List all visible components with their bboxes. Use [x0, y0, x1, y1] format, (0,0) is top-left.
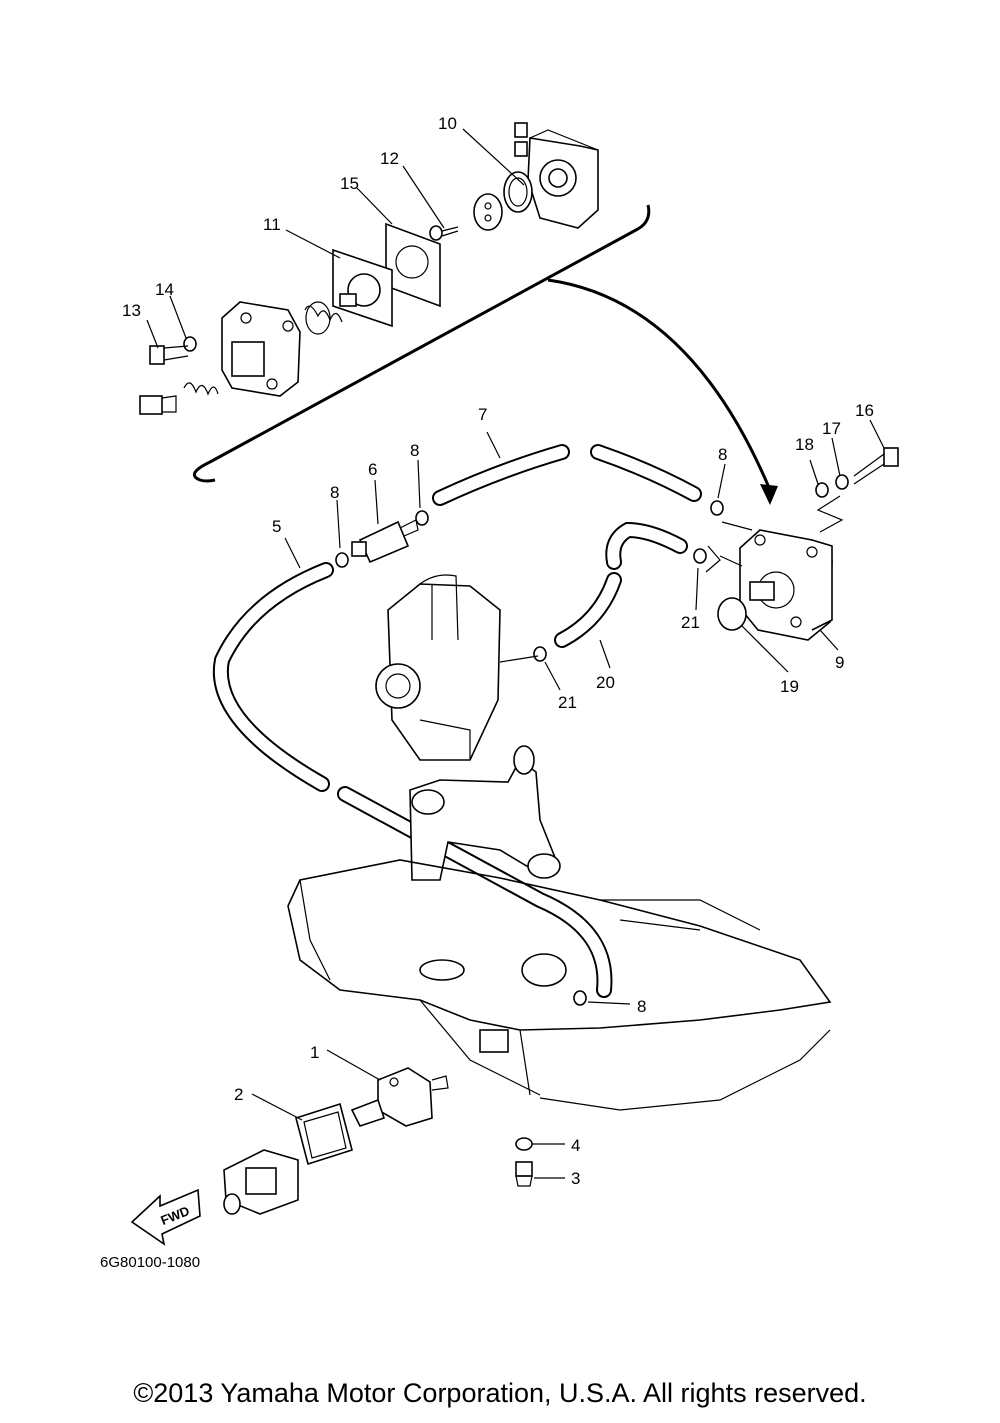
callout-8-c: 8 — [330, 483, 339, 502]
engine-mount-bracket — [409, 745, 561, 881]
callout-11: 11 — [263, 215, 281, 234]
callout-13: 13 — [122, 301, 141, 320]
callout-6: 6 — [368, 460, 377, 479]
callout-7: 7 — [478, 405, 487, 424]
callout-15: 15 — [340, 174, 359, 193]
copyright-notice: ©2013 Yamaha Motor Corporation, U.S.A. A… — [133, 1378, 867, 1408]
fwd-arrow-icon: FWD — [130, 1188, 201, 1246]
pump-body-part — [514, 122, 599, 229]
callout-1: 1 — [310, 1043, 319, 1062]
callout-8-a: 8 — [410, 441, 419, 460]
callout-16: 16 — [855, 401, 874, 420]
callout-8-d: 8 — [637, 997, 646, 1016]
callout-17: 17 — [822, 419, 841, 438]
fuel-pump-assembly — [705, 447, 899, 641]
callout-12: 12 — [380, 149, 399, 168]
carburetor — [375, 574, 539, 761]
callout-21-a: 21 — [681, 613, 700, 632]
callout-labels: 10 12 15 11 14 13 16 17 18 7 8 8 6 8 5 2… — [122, 114, 874, 1188]
callout-2: 2 — [234, 1085, 243, 1104]
fuel-joint-part — [350, 1067, 449, 1127]
callout-5: 5 — [272, 517, 281, 536]
fuel-hoses — [212, 444, 702, 998]
fuel-tank-outline — [287, 859, 832, 1111]
callout-20: 20 — [596, 673, 615, 692]
callout-9: 9 — [835, 653, 844, 672]
bolt-part — [515, 1161, 533, 1187]
diagram-part-number: 6G80100-1080 — [100, 1254, 200, 1271]
leader-lines — [251, 419, 885, 1179]
callout-3: 3 — [571, 1169, 580, 1188]
hose-clips — [335, 500, 724, 1006]
callout-4: 4 — [571, 1136, 580, 1155]
callout-18: 18 — [795, 435, 814, 454]
callout-10: 10 — [438, 114, 457, 133]
callout-8-b: 8 — [718, 445, 727, 464]
washer-part — [515, 1137, 533, 1151]
fuel-pump-exploded-view — [139, 122, 778, 505]
callout-21-b: 21 — [558, 693, 577, 712]
fuel-connector — [223, 1149, 299, 1215]
callout-14: 14 — [155, 280, 174, 299]
fuel-filter-part — [351, 519, 419, 564]
joint-gasket-part — [295, 1102, 353, 1166]
callout-19: 19 — [780, 677, 799, 696]
